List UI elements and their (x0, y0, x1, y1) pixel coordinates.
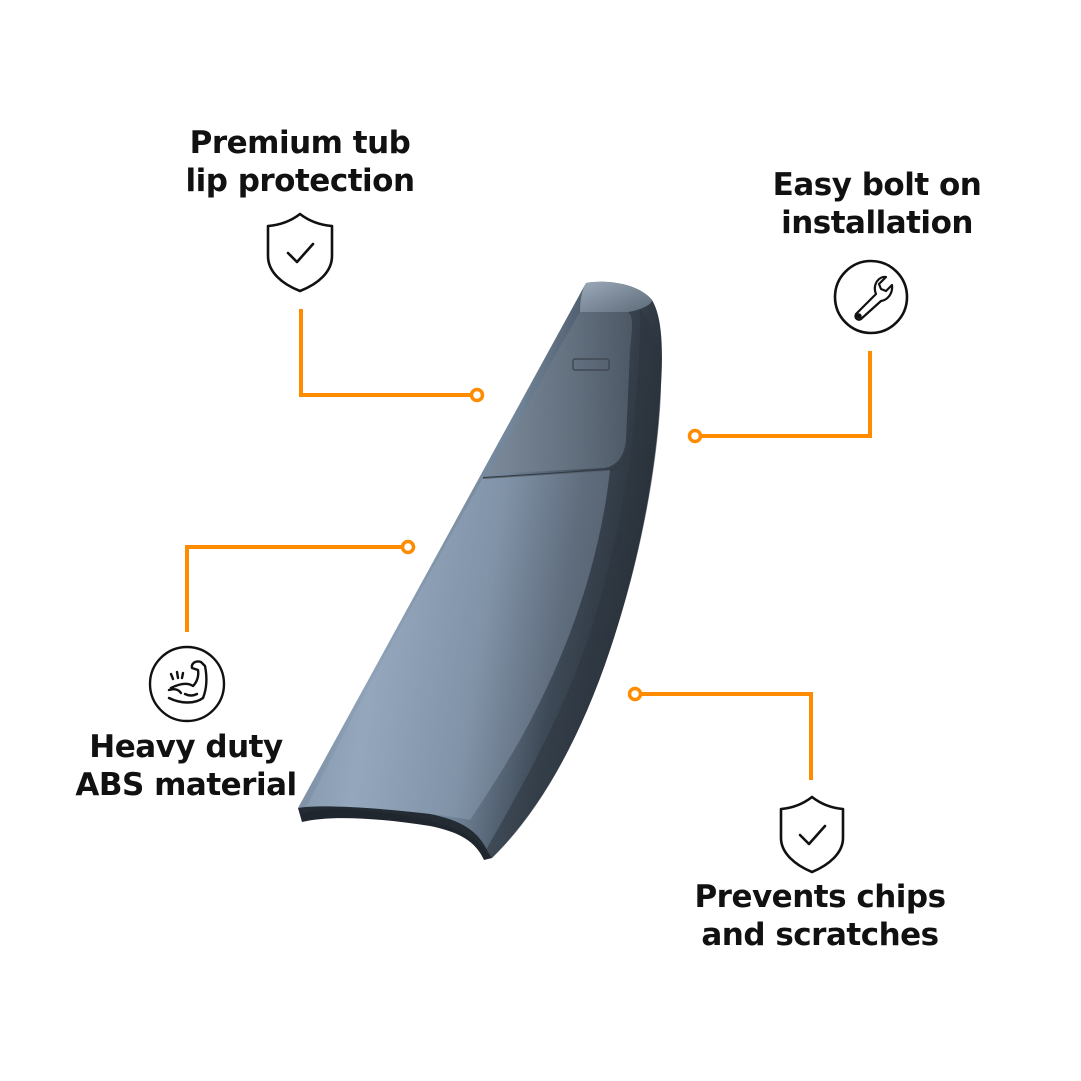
feature-label-heavy: Heavy duty ABS material (36, 728, 336, 804)
product-photo (298, 281, 662, 860)
connector-heavy (185, 539, 416, 632)
connector-premium (299, 309, 485, 403)
connector-easy (687, 351, 872, 444)
feature-label-prevents: Prevents chips and scratches (670, 878, 970, 954)
wrench-icon (833, 259, 909, 335)
feature-label-easy: Easy bolt on installation (727, 166, 1027, 242)
shield-check-icon (779, 795, 845, 874)
connector-prevents (627, 686, 813, 780)
feature-line: and scratches (701, 917, 939, 953)
shield-check-icon (266, 212, 334, 293)
feature-line: Easy bolt on (772, 167, 982, 203)
flexed-bicep-icon (148, 645, 226, 723)
feature-line: Heavy duty (89, 729, 283, 765)
feature-label-premium: Premium tub lip protection (150, 124, 450, 200)
feature-line: installation (781, 205, 973, 241)
feature-line: Premium tub (189, 125, 411, 161)
feature-line: ABS material (75, 767, 297, 803)
feature-line: Prevents chips (694, 879, 946, 915)
feature-line: lip protection (185, 163, 415, 199)
